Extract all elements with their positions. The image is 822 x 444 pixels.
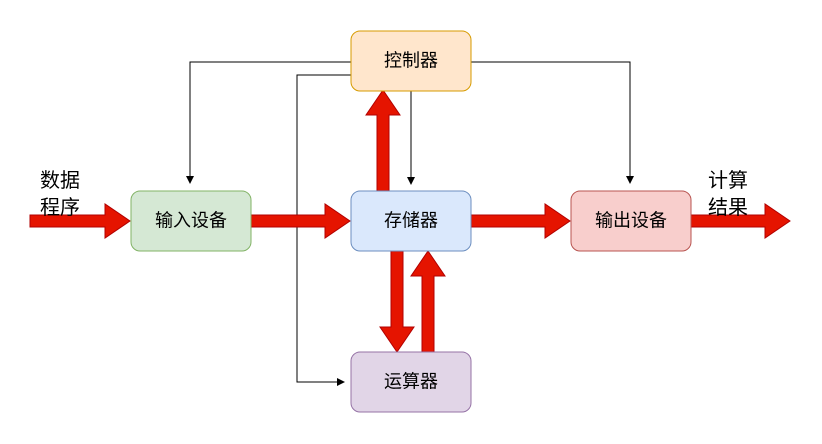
memory-to-output-arrow [470,203,571,239]
input-device-box: 输入设备 [130,190,252,252]
memory-rect [350,190,472,252]
alu-rect [350,351,472,413]
memory-box: 存储器 [350,190,472,252]
input-to-memory-arrow [250,203,351,239]
input-text: 数据 程序 [40,168,80,219]
input-device-rect [130,190,252,252]
alu-to-memory-arrow [410,250,446,353]
output-result-arrow [690,203,791,239]
data-arrows [29,89,791,353]
controller-rect [350,30,472,92]
output-device-label: 输出设备 [595,211,667,232]
input-device-label: 输入设备 [155,211,227,232]
input-text-line2: 程序 [40,195,80,219]
output-text-line2: 结果 [708,195,748,219]
input-text-line1: 数据 [40,168,80,192]
controller-box: 控制器 [350,30,472,92]
output-text-line1: 计算 [708,168,748,192]
data-in-arrow [29,203,131,239]
control-line-to-alu [296,74,351,386]
memory-to-controller-arrow [365,89,401,192]
control-line-to-input [186,61,351,184]
memory-label: 存储器 [384,211,438,232]
alu-box: 运算器 [350,351,472,413]
alu-label: 运算器 [384,372,438,393]
control-line-to-output [471,61,634,184]
output-device-box: 输出设备 [570,190,692,252]
output-device-rect [570,190,692,252]
controller-label: 控制器 [384,51,438,72]
output-text: 计算 结果 [708,168,748,219]
control-lines [186,61,634,386]
memory-to-alu-arrow [379,250,415,353]
